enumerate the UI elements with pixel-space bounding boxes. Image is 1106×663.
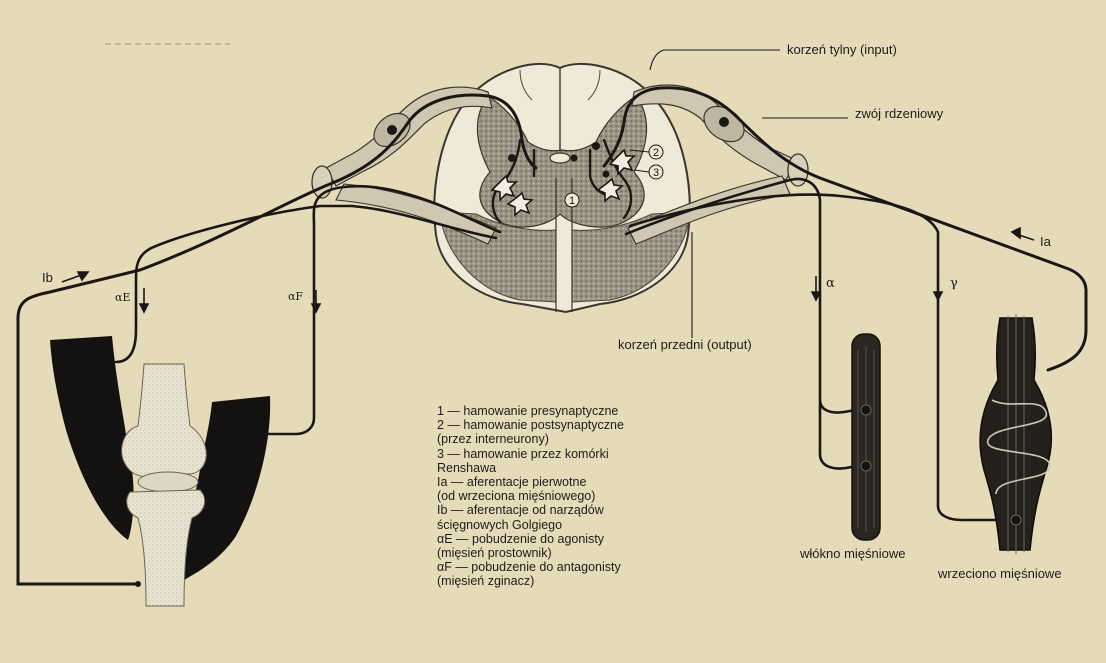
right-dorsal-horn-neuron: [592, 142, 600, 150]
legend-line: Ia — aferentacje pierwotne: [437, 475, 587, 490]
legend-line: (od wrzeciona mięśniowego): [437, 489, 596, 504]
left-dorsal-horn-neuron: [508, 154, 516, 162]
label-muscle-spindle: wrzeciono mięśniowe: [938, 566, 1062, 581]
legend-line: 2 — hamowanie postsynaptyczne: [437, 418, 624, 433]
spindle-wrap: [987, 399, 1051, 495]
label-alpha: α: [826, 276, 835, 291]
dorsal-columns: [519, 69, 601, 101]
left-limb: [50, 336, 271, 607]
legend-line: 3 — hamowanie przez komórki: [437, 446, 609, 461]
legend-line: Renshawa: [437, 460, 497, 475]
label-alpha-e: αE: [115, 291, 131, 304]
label-ventral-root: korzeń przedni (output): [618, 337, 752, 352]
ib-fiber: [16, 93, 538, 586]
alpha-arrowhead: [810, 291, 822, 302]
label-ib: Ib: [42, 270, 53, 285]
nerve-fibers: [16, 86, 1088, 586]
right-motor-neuron-2: [596, 177, 624, 203]
ib-arrowhead: [76, 271, 90, 282]
right-spinal-nerve-cuff: [787, 153, 809, 187]
alpha-f-arrowhead: [310, 303, 322, 314]
muscle-fiber-striations: [857, 346, 875, 532]
endplate-upper: [860, 404, 872, 416]
label-spinal-ganglion: zwój rdzeniowy: [855, 106, 944, 121]
muscle-fiber-structure: [851, 333, 881, 541]
left-motor-neuron-1: [490, 174, 518, 202]
legend: 1 — hamowanie presynaptyczne 2 — hamowan…: [437, 404, 624, 589]
left-ganglion-neuron: [387, 125, 397, 135]
spindle-intrafusal: [1007, 314, 1025, 554]
ib-golgi-receptor: [135, 581, 141, 587]
extensor-muscle: [50, 336, 134, 540]
marker-leaders: [629, 149, 650, 173]
central-canal: [549, 152, 571, 164]
alpha-fiber: [624, 177, 870, 470]
flexor-muscle: [183, 396, 271, 580]
legend-line: αE — pobudzenie do agonisty: [437, 531, 605, 546]
muscle-spindle-structure: [979, 314, 1053, 554]
legend-line: (mięsień zginacz): [437, 574, 535, 589]
neuron-bodies: [387, 117, 729, 178]
spindle-gamma-ending: [1010, 514, 1022, 526]
ia-fiber: [602, 86, 1088, 372]
alpha-e-fiber: [114, 204, 498, 364]
marker-1: 1: [569, 195, 575, 207]
legend-line: Ib — aferentacje od narządów: [437, 503, 604, 518]
gamma-fiber: [628, 193, 1018, 522]
label-ia: Ia: [1040, 234, 1051, 249]
label-gamma: γ: [950, 276, 958, 291]
label-alpha-f: αF: [288, 290, 304, 303]
alpha-e-arrowhead: [138, 303, 150, 314]
gamma-arrowhead: [932, 291, 944, 302]
legend-line: (przez interneurony): [437, 432, 549, 447]
marker-3: 3: [653, 167, 659, 179]
patella: [137, 471, 199, 493]
marker-2: 2: [653, 147, 659, 159]
alpha-f-fiber: [244, 184, 502, 436]
ia-arrowhead: [1010, 226, 1021, 240]
endplate-lower: [860, 460, 872, 472]
numbered-markers: 1 2 3: [564, 144, 664, 208]
right-ganglion-neuron: [719, 117, 729, 127]
motor-neurons: [490, 148, 636, 217]
legend-line: 1 — hamowanie presynaptyczne: [437, 404, 619, 418]
leader-dorsal-root: [649, 49, 780, 71]
femur: [121, 363, 207, 477]
legend-line: ścięgnowych Golgiego: [437, 517, 563, 532]
label-muscle-fiber: włókno mięśniowe: [800, 546, 906, 561]
label-dorsal-root: korzeń tylny (input): [787, 42, 897, 57]
right-mid-neuron: [602, 170, 610, 178]
tibia: [126, 489, 206, 607]
legend-line: (mięsień prostownik): [437, 546, 552, 561]
center-neuron: [570, 154, 578, 162]
legend-line: αF — pobudzenie do antagonisty: [437, 560, 621, 575]
marker-1-ring: [564, 192, 580, 208]
arrows: [61, 226, 1035, 314]
left-motor-neuron-2: [506, 191, 534, 217]
right-motor-neuron-1: [608, 148, 636, 176]
leader-lines: [649, 49, 848, 338]
